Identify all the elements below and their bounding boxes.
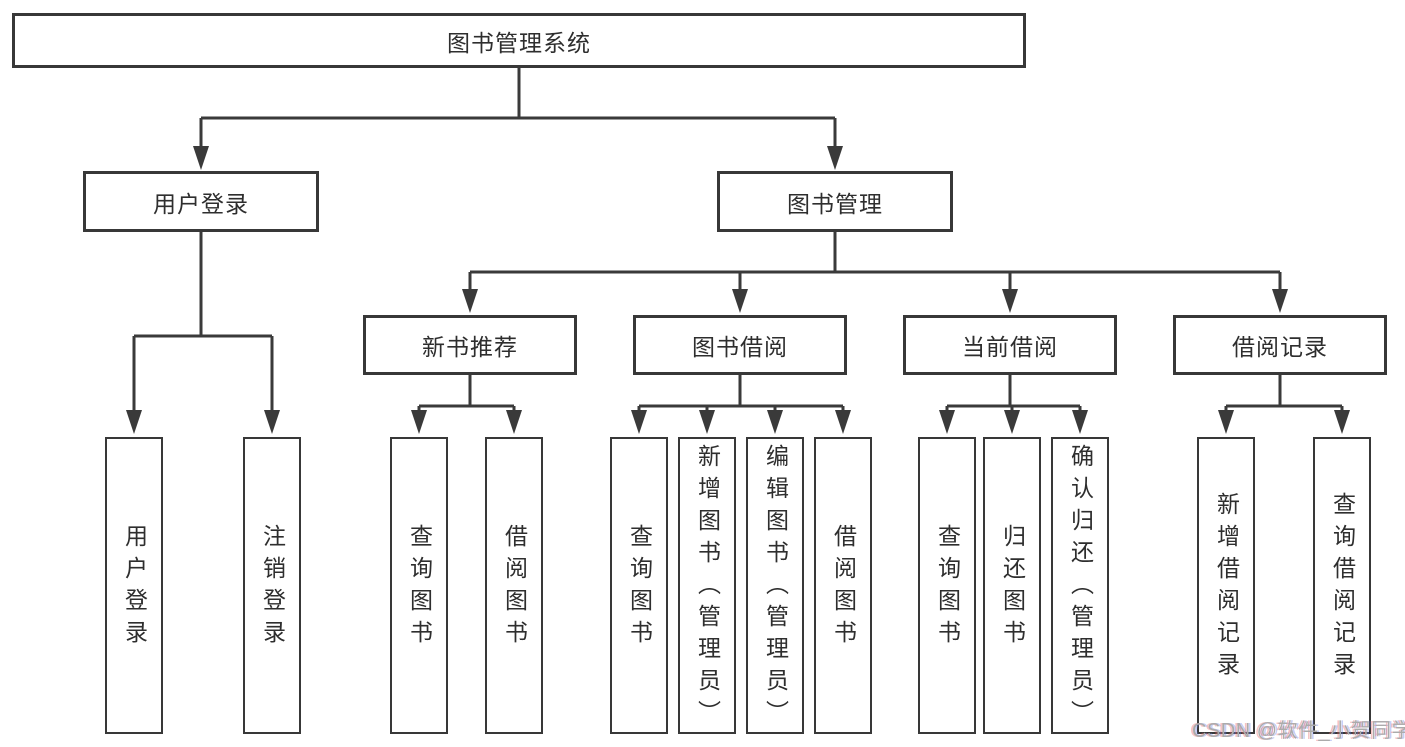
arrowheads-book-borrow [631, 410, 851, 434]
leaf-query-book-recommend: 查询图书 [390, 437, 448, 734]
arrow-down-icon [699, 410, 715, 434]
arrow-down-icon [1218, 410, 1234, 434]
leaf-query-book-current: 查询图书 [918, 437, 976, 734]
arrowheads-new-book-recommend [411, 410, 522, 434]
connector-current-borrow [945, 375, 1082, 414]
arrow-down-icon [1272, 289, 1288, 313]
arrow-down-icon [939, 410, 955, 434]
arrow-down-icon [827, 146, 843, 170]
connector-borrow-records [1224, 375, 1344, 414]
arrow-down-icon [126, 410, 142, 434]
arrow-down-icon [631, 410, 647, 434]
leaf-edit-book-admin: 编辑图书（管理员） [746, 437, 804, 734]
arrowheads-root [193, 146, 843, 170]
arrow-down-icon [1004, 410, 1020, 434]
connector-user-login [132, 232, 274, 414]
connector-book-management [468, 232, 1282, 291]
leaf-query-borrow-record: 查询借阅记录 [1313, 437, 1371, 734]
leaf-add-borrow-record: 新增借阅记录 [1197, 437, 1255, 734]
arrow-down-icon [767, 410, 783, 434]
arrowheads-book-management [462, 289, 1288, 313]
arrow-down-icon [462, 289, 478, 313]
csdn-watermark: CSDN @软件_小贺同学 [1192, 720, 1405, 742]
leaf-borrow-book-recommend: 借阅图书 [485, 437, 543, 734]
node-new-book-recommend: 新书推荐 [363, 315, 577, 375]
node-borrow-records: 借阅记录 [1173, 315, 1387, 375]
connector-book-borrow [637, 375, 845, 414]
node-user-login: 用户登录 [83, 171, 319, 232]
arrowheads-borrow-records [1218, 410, 1350, 434]
arrowheads-current-borrow [939, 410, 1088, 434]
arrow-down-icon [1072, 410, 1088, 434]
node-book-management: 图书管理 [717, 171, 953, 232]
arrow-down-icon [506, 410, 522, 434]
leaf-return-book: 归还图书 [983, 437, 1041, 734]
arrow-down-icon [193, 146, 209, 170]
node-root: 图书管理系统 [12, 13, 1026, 68]
leaf-logout: 注销登录 [243, 437, 301, 734]
connector-root [199, 68, 837, 152]
node-book-borrow: 图书借阅 [633, 315, 847, 375]
leaf-query-book-borrow: 查询图书 [610, 437, 668, 734]
arrow-down-icon [732, 289, 748, 313]
leaf-confirm-return-admin: 确认归还（管理员） [1051, 437, 1109, 734]
arrow-down-icon [1334, 410, 1350, 434]
arrow-down-icon [411, 410, 427, 434]
arrowheads-user-login [126, 410, 280, 434]
arrow-down-icon [1002, 289, 1018, 313]
connector-new-book-recommend [417, 375, 516, 414]
leaf-add-book-admin: 新增图书（管理员） [678, 437, 736, 734]
arrow-down-icon [835, 410, 851, 434]
arrow-down-icon [264, 410, 280, 434]
leaf-user-login: 用户登录 [105, 437, 163, 734]
node-current-borrow: 当前借阅 [903, 315, 1117, 375]
leaf-borrow-book: 借阅图书 [814, 437, 872, 734]
